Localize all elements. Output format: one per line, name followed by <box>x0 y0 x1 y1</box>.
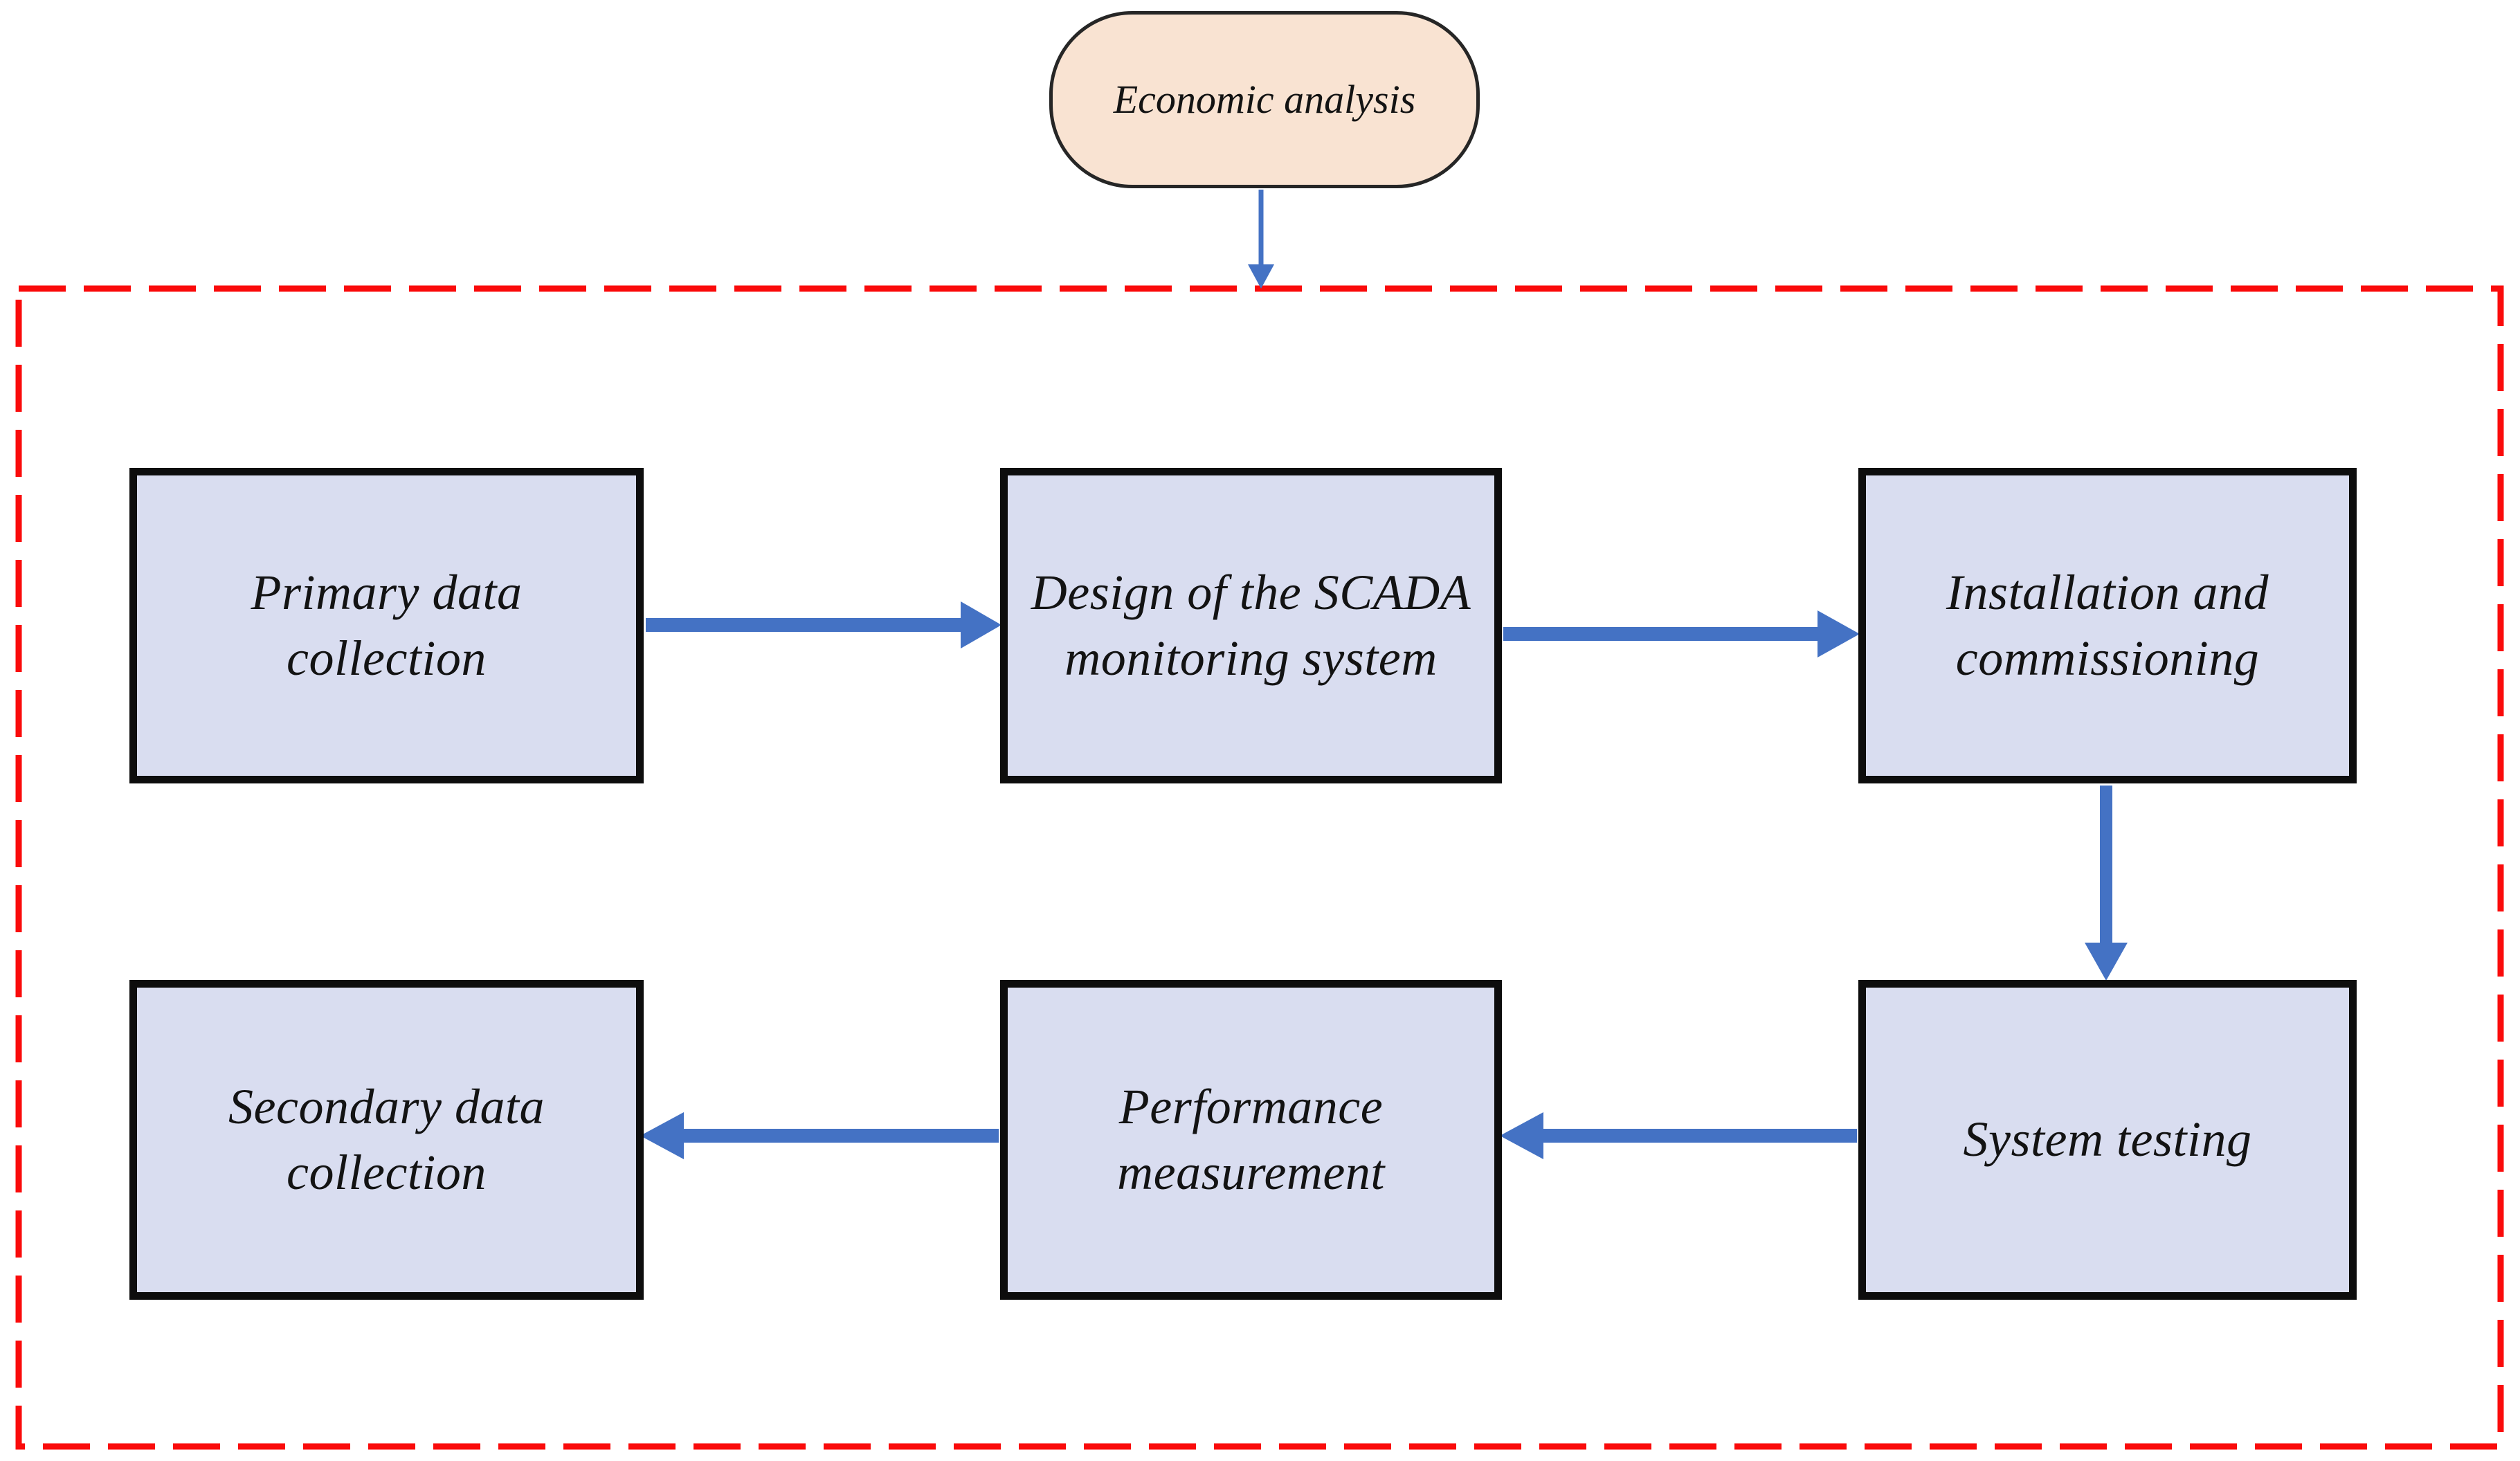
node-label: Primary data collection <box>251 564 523 686</box>
arrow-design-to-installation-head <box>1818 610 1860 657</box>
study-boundary-dashed-rect <box>15 285 2504 1450</box>
arrow-economic-to-boundary-head <box>1248 264 1274 289</box>
node-installation-commissioning: Installation and commissioning <box>1858 468 2357 783</box>
arrow-primary-to-design-head <box>961 601 1001 648</box>
arrow-performance-to-secondary-head <box>640 1112 684 1159</box>
arrow-installation-to-system-testing <box>2085 786 2128 981</box>
node-secondary-data-collection: Secondary data collection <box>129 980 644 1300</box>
node-design-scada-monitoring: Design of the SCADA monitoring system <box>1000 468 1502 783</box>
node-label: Performance measurement <box>1117 1078 1385 1200</box>
node-label: Design of the SCADA monitoring system <box>1031 564 1471 686</box>
node-label: Secondary data collection <box>228 1078 545 1200</box>
node-label: Economic analysis <box>1113 77 1416 122</box>
node-system-testing: System testing <box>1858 980 2357 1300</box>
arrow-economic-to-boundary <box>1248 190 1274 289</box>
arrow-performance-to-secondary <box>640 1112 999 1159</box>
arrow-primary-to-design <box>646 601 1001 648</box>
arrow-design-to-installation <box>1503 610 1860 657</box>
node-economic-analysis: Economic analysis <box>1049 11 1480 188</box>
node-label: Installation and commissioning <box>1946 564 2269 686</box>
arrow-installation-to-system-testing-head <box>2085 943 2128 981</box>
arrow-system-testing-to-performance <box>1500 1112 1857 1159</box>
node-primary-data-collection: Primary data collection <box>129 468 644 783</box>
arrow-system-testing-to-performance-head <box>1500 1112 1543 1159</box>
node-label: System testing <box>1963 1111 2252 1168</box>
node-performance-measurement: Performance measurement <box>1000 980 1502 1300</box>
